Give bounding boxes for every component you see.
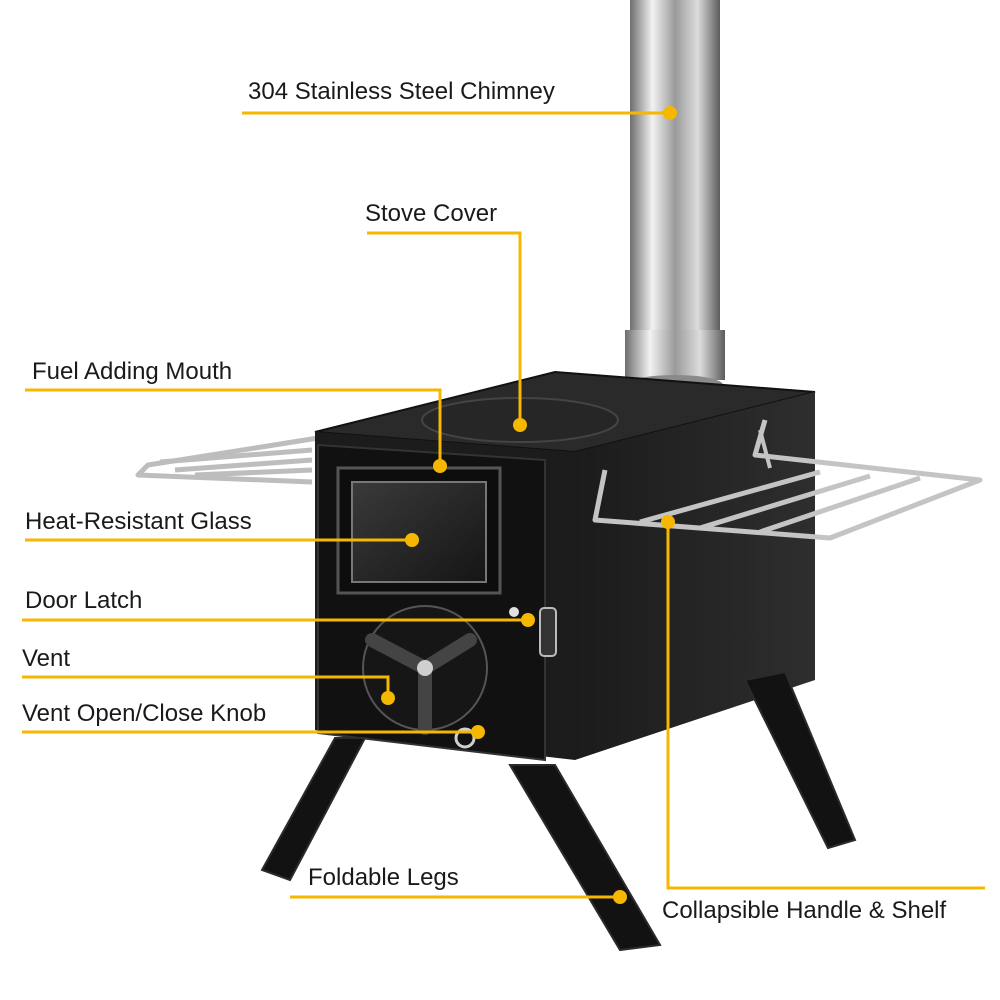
stove-side <box>575 392 815 760</box>
callout-dots <box>381 106 677 904</box>
callout-lines <box>22 111 985 899</box>
label-handle-shelf: Collapsible Handle & Shelf <box>662 897 947 924</box>
label-fuel-mouth: Fuel Adding Mouth <box>32 358 233 385</box>
label-door-latch: Door Latch <box>25 587 143 614</box>
stove-door <box>317 443 557 762</box>
label-chimney: 304 Stainless Steel Chimney <box>248 78 555 105</box>
door-latch-handle <box>539 607 557 657</box>
label-vent-knob: Vent Open/Close Knob <box>22 700 267 727</box>
label-vent: Vent <box>22 645 71 672</box>
heat-resistant-glass <box>351 481 487 583</box>
left-shelf-rack <box>135 435 319 485</box>
right-shelf-rack <box>592 419 983 541</box>
label-stove-cover: Stove Cover <box>365 200 498 227</box>
chimney <box>625 0 725 395</box>
foldable-legs <box>260 670 857 952</box>
vent-knob-ring <box>454 727 476 749</box>
label-legs: Foldable Legs <box>308 864 459 891</box>
label-glass: Heat-Resistant Glass <box>25 508 252 535</box>
